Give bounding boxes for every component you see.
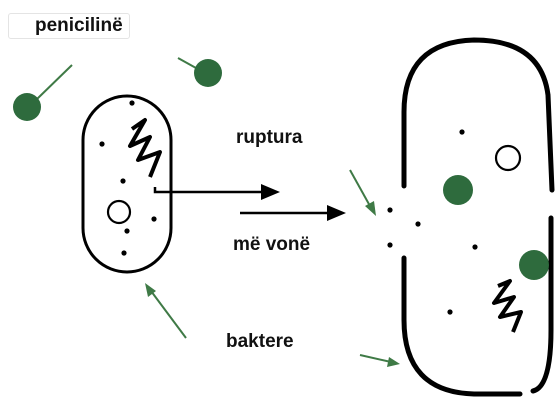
penicillin-molecule-icon xyxy=(443,175,473,205)
dna-zigzag-icon xyxy=(130,120,160,177)
ribosome-dot-icon xyxy=(99,141,104,146)
ribosome-dot-icon xyxy=(151,216,156,221)
ribosome-dot-icon xyxy=(121,250,126,255)
ribosome-dot-icon xyxy=(472,244,477,249)
penicillin-pointer-line xyxy=(178,58,196,68)
ribosome-dot-icon xyxy=(447,309,452,314)
ruptured-cell-wall-right-fragment xyxy=(533,218,551,391)
ruptured-cell-wall-bottom xyxy=(404,258,520,394)
pointer-arrow-head-icon xyxy=(387,357,400,367)
penicillin-pointer-line xyxy=(36,65,72,100)
ruptured-bacterium xyxy=(387,40,552,394)
penicillin-molecule-icon xyxy=(194,59,222,87)
pointer-arrow-line xyxy=(360,355,391,362)
ribosome-dot-icon xyxy=(459,129,464,134)
straight-arrow-head-icon xyxy=(327,205,346,221)
plasmid-ring-icon xyxy=(496,146,520,170)
ribosome-dot-icon xyxy=(129,100,134,105)
intact-cell-wall xyxy=(83,96,171,272)
rupture-label: ruptura xyxy=(236,128,303,147)
pointer-arrow-line xyxy=(151,291,186,338)
process-arrows xyxy=(155,184,346,221)
penicillin-molecule-icon xyxy=(519,250,549,280)
ribosome-dot-icon xyxy=(387,242,392,247)
intact-bacterium xyxy=(83,96,171,272)
pointer-arrow-line xyxy=(350,170,370,206)
ribosome-dot-icon xyxy=(120,178,125,183)
penicillin-label: penicilinë xyxy=(8,13,130,39)
bacterium-label: baktere xyxy=(226,332,294,351)
ribosome-dot-icon xyxy=(415,221,420,226)
bent-arrow-head-icon xyxy=(261,184,280,200)
dna-zigzag-icon xyxy=(494,281,521,332)
later-label: më vonë xyxy=(233,235,310,254)
pointer-arrow-head-icon xyxy=(365,201,376,216)
plasmid-ring-icon xyxy=(108,201,130,223)
penicillin-molecule-icon xyxy=(13,93,41,121)
free-penicillin-group xyxy=(13,58,222,121)
ribosome-dot-icon xyxy=(387,207,392,212)
ruptured-cell-wall-top xyxy=(404,40,552,190)
ribosome-dot-icon xyxy=(124,228,129,233)
